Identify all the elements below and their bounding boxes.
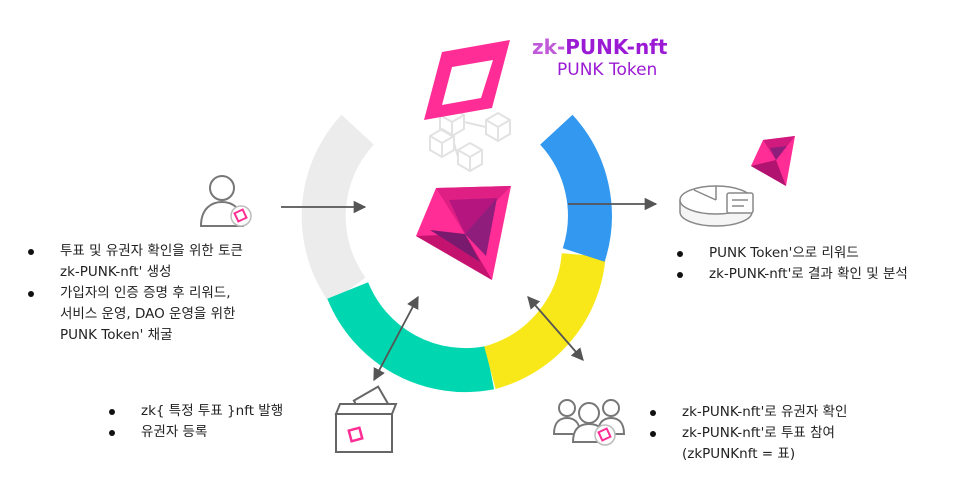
nft-token-icon (424, 40, 510, 120)
list-item: PUNK Token'으로 리워드 (671, 243, 963, 264)
list-item: 유권자 등록 (103, 422, 363, 443)
arrow-ring-ballot (373, 295, 419, 382)
ring-segment-yellow (483, 252, 606, 389)
list-item: zk-PUNK-nft'로 유권자 확인 (644, 402, 944, 423)
arrow-ring-voters (527, 296, 584, 361)
ring-segment-gray (301, 114, 375, 304)
analysis-description-list: PUNK Token'으로 리워드 zk-PUNK-nft'로 결과 확인 및 … (671, 243, 963, 285)
punk-token-icon (416, 186, 511, 280)
voters-description-list: zk-PUNK-nft'로 유권자 확인 zk-PUNK-nft'로 투표 참여… (644, 402, 944, 465)
user-group-icon (552, 399, 626, 446)
list-item: zk-PUNK-nft'로 투표 참여(zkPUNKnft = 표) (644, 423, 944, 465)
ring-segment-green (327, 281, 495, 393)
small-token-icon (751, 136, 795, 186)
cube-network-icon (429, 106, 511, 173)
ring-segment-blue (539, 114, 612, 262)
list-item: zk-PUNK-nft'로 결과 확인 및 분석 (671, 264, 963, 285)
token-title-nft: zk-PUNK-nft (532, 35, 668, 59)
list-item: zk{ 특정 투표 }nft 발행 (103, 401, 363, 422)
token-title-punk: PUNK Token (557, 60, 658, 80)
pie-chart-report-icon (679, 185, 754, 227)
user-icon (199, 175, 252, 227)
ballot-description-list: zk{ 특정 투표 }nft 발행 유권자 등록 (103, 401, 363, 443)
ballot-box-icon (334, 385, 398, 453)
